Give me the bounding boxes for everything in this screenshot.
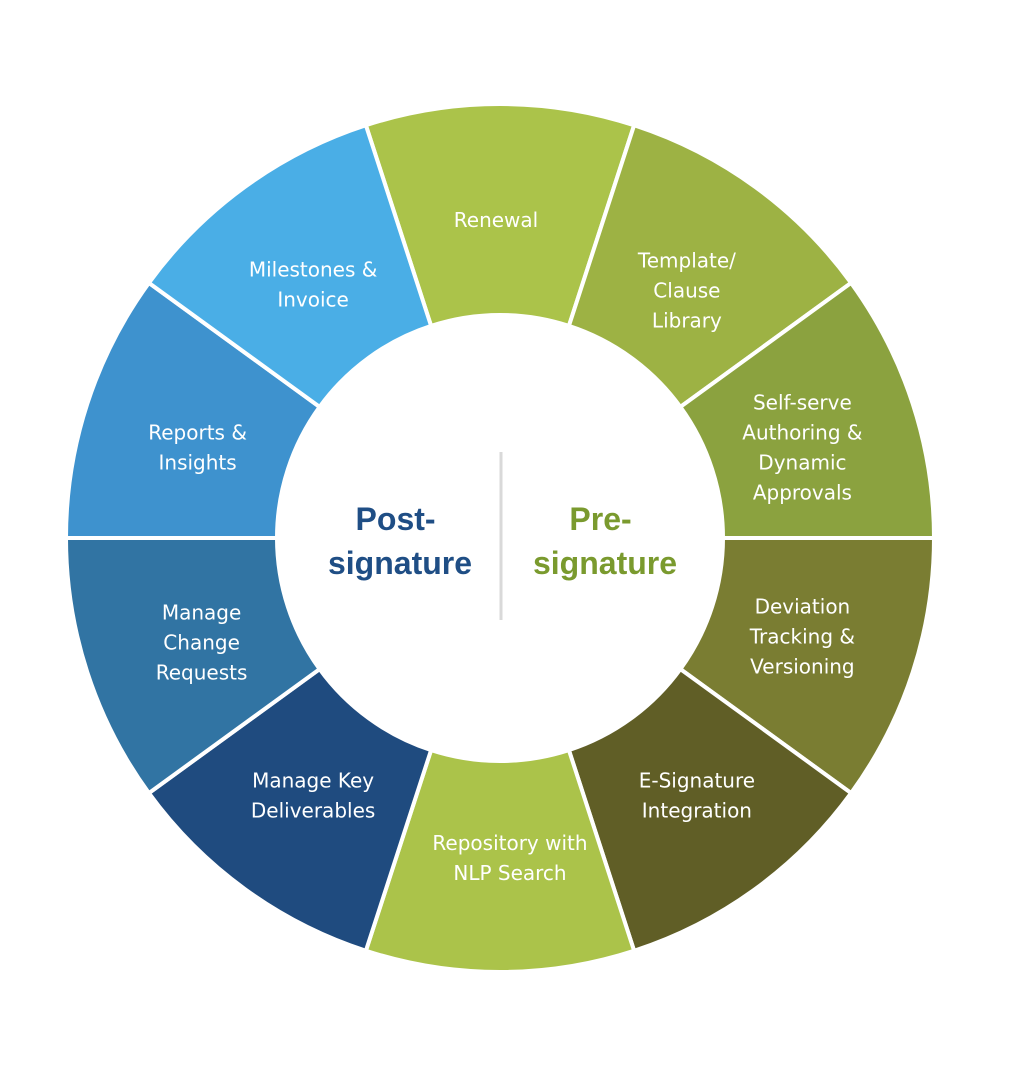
segment-label-line: Repository with [432, 831, 587, 855]
segment-label-line: Change [163, 630, 240, 654]
pre-signature-title-line-1: Pre- [569, 501, 631, 537]
segment-label-reports-insights: Reports & Insights [148, 421, 247, 475]
segment-label-renewal: Renewal [454, 208, 538, 232]
segment-label-line: E-Signature [639, 768, 755, 792]
segment-label-line: Manage Key [252, 768, 374, 792]
segment-label-line: Renewal [454, 208, 538, 232]
post-signature-title: Post- signature [328, 501, 472, 581]
segment-label-line: Approvals [753, 481, 852, 505]
segment-label-line: Deliverables [251, 798, 375, 822]
segment-label-line: Template/ [637, 249, 736, 273]
segment-label-line: Invoice [277, 288, 349, 312]
segment-label-line: Versioning [750, 654, 854, 678]
segment-label-milestones-invoice: Milestones & Invoice [249, 258, 378, 312]
post-signature-title-line-2: signature [328, 545, 472, 581]
segment-label-line: Requests [156, 660, 248, 684]
segment-label-line: Self-serve [753, 391, 852, 415]
segment-label-line: NLP Search [453, 861, 566, 885]
segment-label-line: Dynamic [758, 451, 846, 475]
segment-label-line: Library [652, 309, 722, 333]
segment-label-line: Manage [162, 600, 241, 624]
segment-label-line: Deviation [755, 594, 851, 618]
segment-label-line: Reports & [148, 421, 247, 445]
segment-label-line: Clause [653, 279, 720, 303]
segment-label-line: Authoring & [742, 421, 862, 445]
pre-signature-title: Pre- signature [533, 501, 677, 581]
segment-label-line: Integration [642, 798, 752, 822]
segment-label-line: Tracking & [749, 624, 855, 648]
pre-signature-title-line-2: signature [533, 545, 677, 581]
segment-label-line: Milestones & [249, 258, 378, 282]
segment-label-line: Insights [159, 451, 237, 475]
post-signature-title-line-1: Post- [356, 501, 436, 537]
